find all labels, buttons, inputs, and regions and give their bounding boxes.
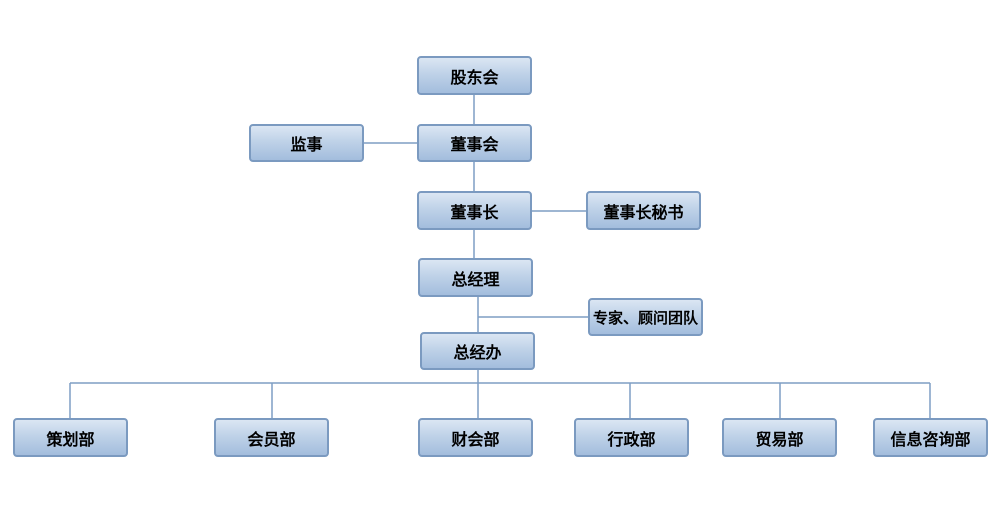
department-box: 会员部 — [214, 418, 329, 457]
general-office-box: 总经办 — [420, 332, 535, 370]
department-box: 财会部 — [418, 418, 533, 457]
department-box: 信息咨询部 — [873, 418, 988, 457]
general-manager-box: 总经理 — [418, 258, 533, 297]
department-box: 贸易部 — [722, 418, 837, 457]
department-box: 行政部 — [574, 418, 689, 457]
chairman-box: 董事长 — [417, 191, 532, 230]
department-box: 策划部 — [13, 418, 128, 457]
chairman-secretary-box: 董事长秘书 — [586, 191, 701, 230]
experts-advisors-box: 专家、顾问团队 — [588, 298, 703, 336]
supervisor-box: 监事 — [249, 124, 364, 162]
shareholders-box: 股东会 — [417, 56, 532, 95]
board-box: 董事会 — [417, 124, 532, 162]
